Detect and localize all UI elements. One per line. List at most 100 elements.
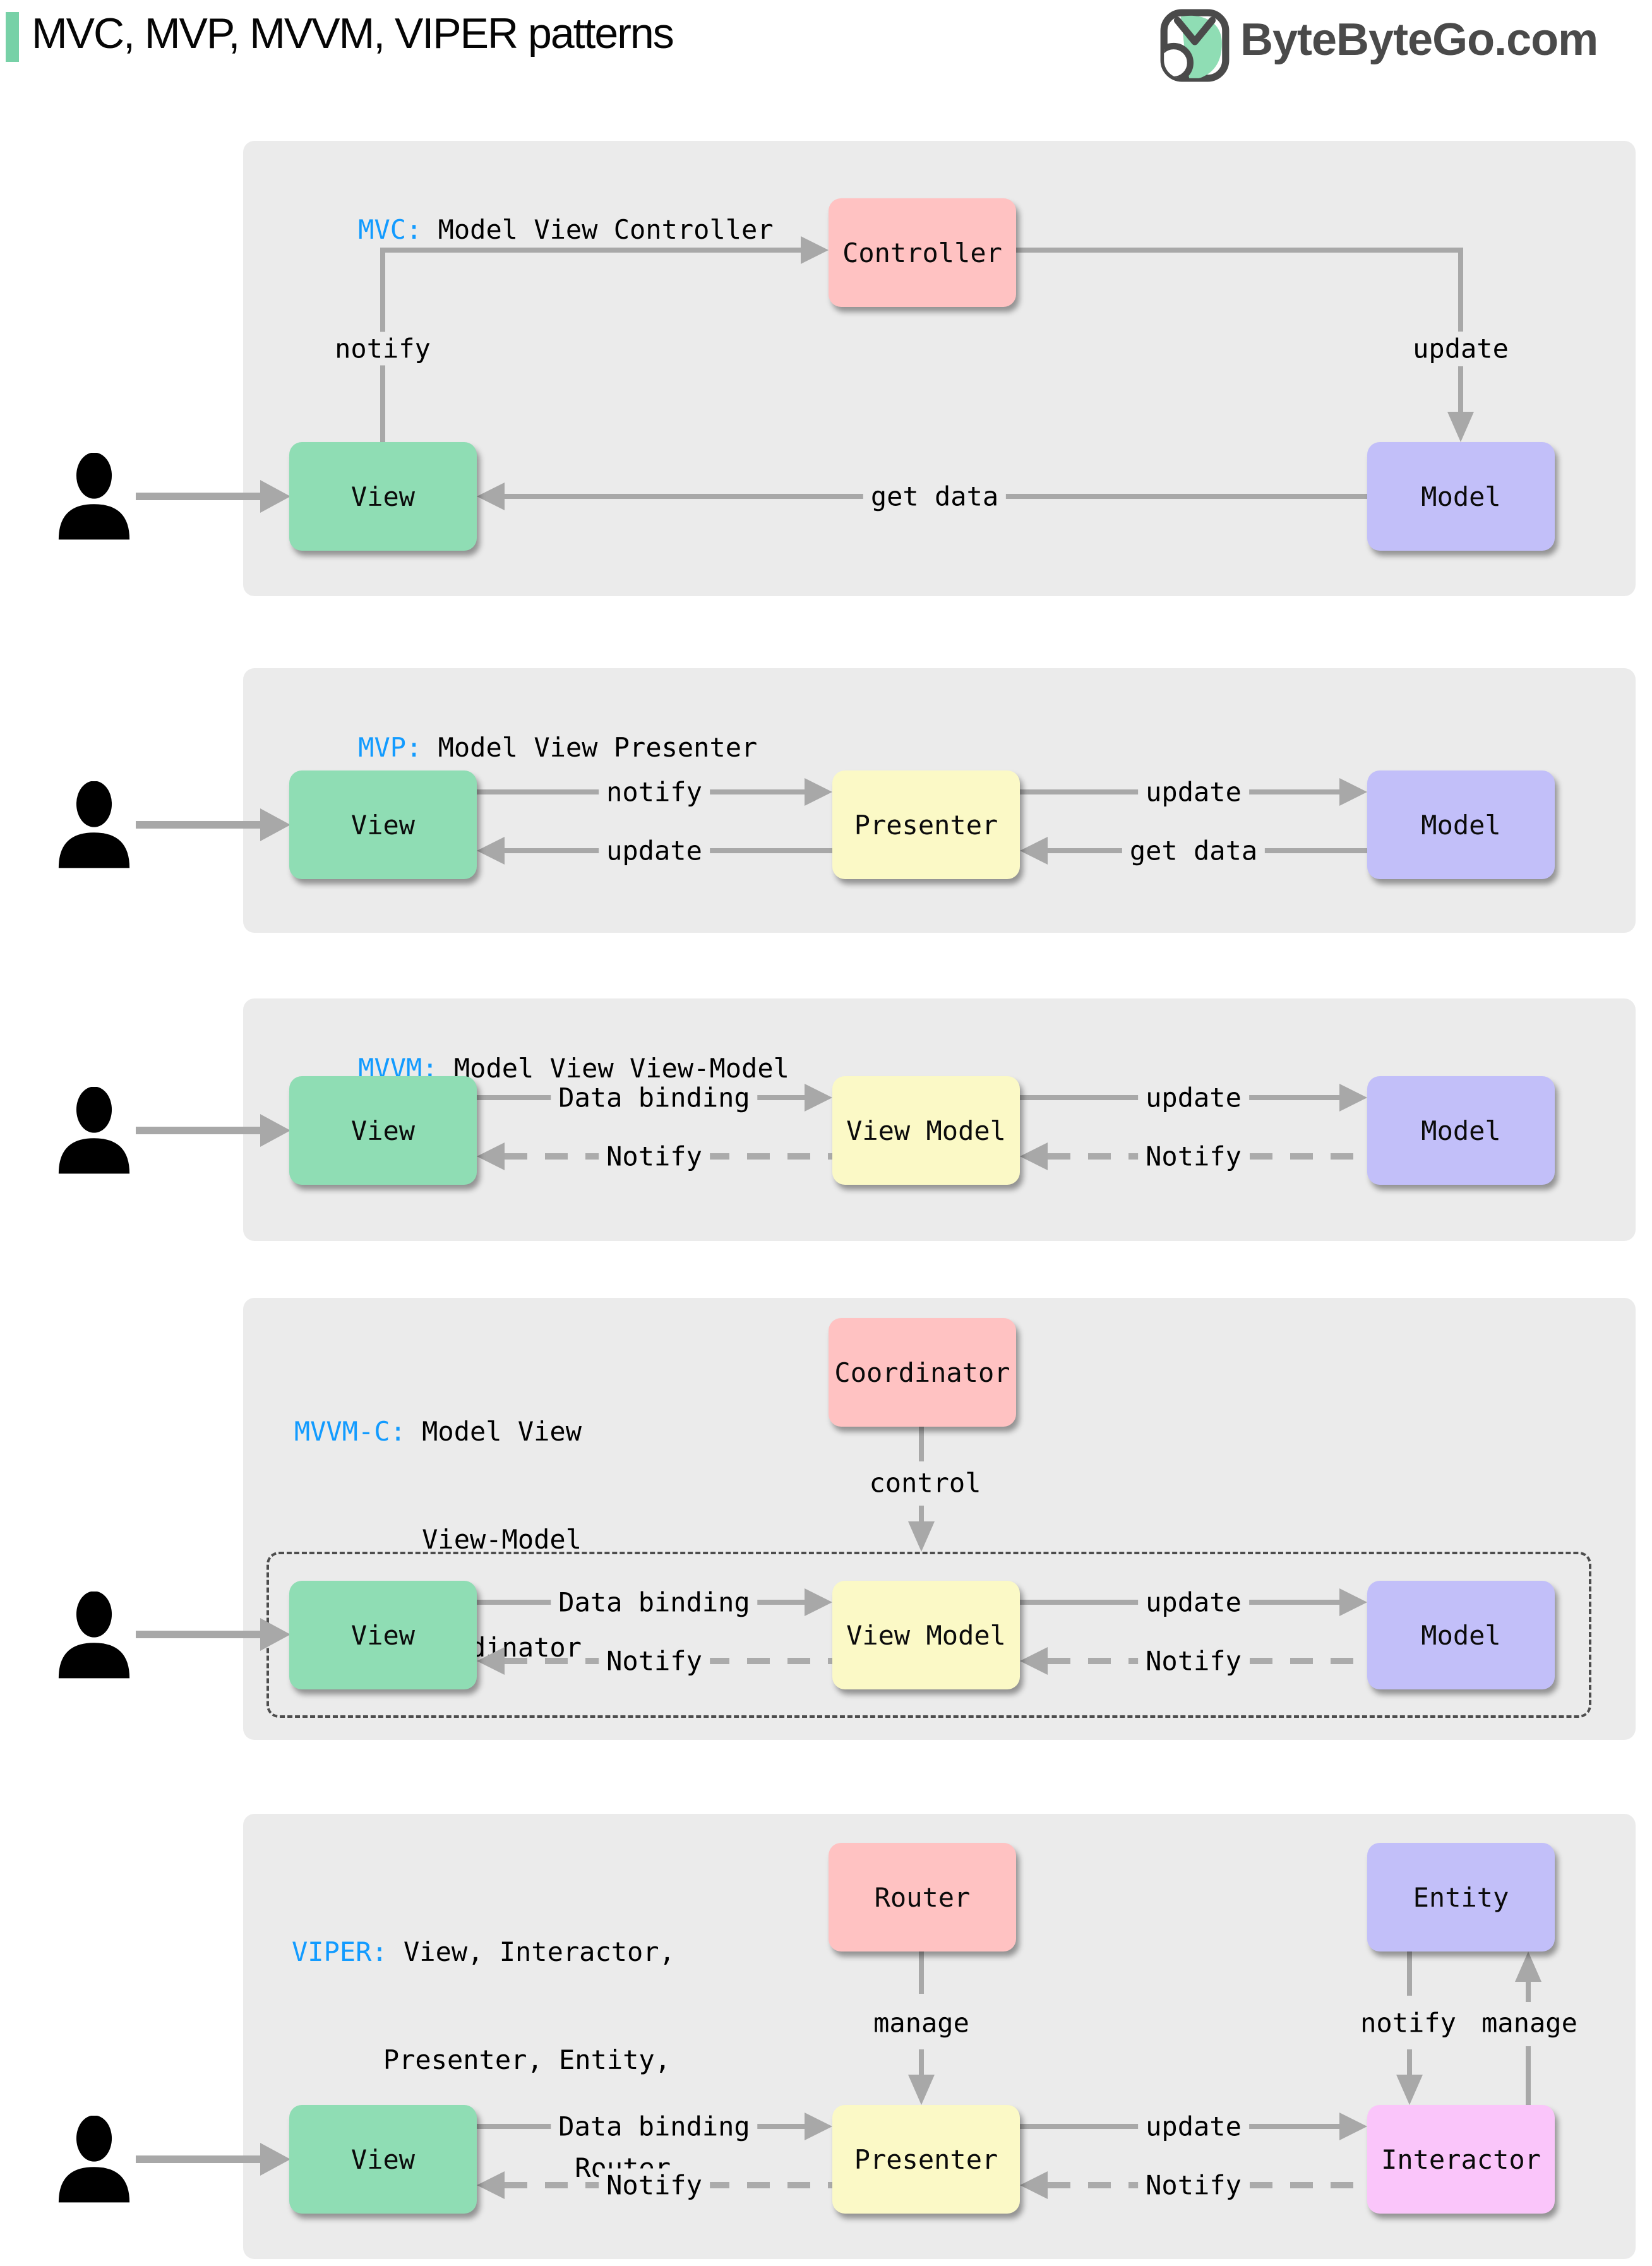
edge-label-notify: Notify bbox=[1138, 2168, 1249, 2202]
edge-line bbox=[380, 248, 801, 253]
edge-label-update: update bbox=[599, 834, 710, 868]
box-view-model: View Model bbox=[832, 1076, 1020, 1185]
edge-line bbox=[1407, 2049, 1412, 2075]
edge-label-get-data: get data bbox=[1122, 834, 1266, 868]
edge-label-manage: manage bbox=[866, 2006, 977, 2040]
section-desc-line: View-Model bbox=[422, 1524, 582, 1555]
edge-line bbox=[1458, 366, 1463, 412]
user-arrow-line bbox=[136, 2155, 263, 2163]
section-desc: Model View Controller bbox=[422, 214, 774, 245]
box-model: Model bbox=[1367, 1581, 1555, 1689]
edge-line bbox=[919, 1427, 924, 1461]
box-model: Model bbox=[1367, 770, 1555, 879]
arrowhead-right bbox=[1339, 778, 1367, 806]
edge-label-notify: Notify bbox=[599, 1139, 710, 1173]
edge-label-notify: Notify bbox=[599, 2168, 710, 2202]
arrowhead-right bbox=[260, 480, 290, 513]
arrowhead-right bbox=[260, 1114, 290, 1147]
arrowhead-left bbox=[477, 1142, 505, 1170]
arrowhead-right bbox=[1339, 1588, 1367, 1616]
box-presenter: Presenter bbox=[832, 770, 1020, 879]
box-view-model: View Model bbox=[832, 1581, 1020, 1689]
edge-label-update: update bbox=[1405, 332, 1516, 366]
arrowhead-left bbox=[1020, 837, 1048, 865]
arrowhead-left bbox=[477, 483, 505, 510]
edge-line bbox=[919, 1951, 924, 1994]
section-desc: Model View bbox=[405, 1416, 582, 1447]
box-controller: Controller bbox=[829, 198, 1016, 307]
edge-line bbox=[1526, 1982, 1531, 2002]
user-arrow-line bbox=[136, 821, 263, 829]
edge-line bbox=[1526, 2046, 1531, 2105]
edge-label-manage: manage bbox=[1474, 2006, 1585, 2040]
edge-line bbox=[919, 2049, 924, 2075]
arrowhead-right bbox=[805, 1084, 832, 1112]
user-icon bbox=[58, 1087, 130, 1174]
box-model: Model bbox=[1367, 1076, 1555, 1185]
box-view: View bbox=[289, 442, 477, 551]
section-desc-line: MVVM-C: Model View bbox=[266, 1413, 582, 1449]
edge-line bbox=[919, 1506, 924, 1524]
user-icon bbox=[58, 781, 130, 868]
edge-label-data-binding: Data binding bbox=[551, 1081, 758, 1115]
arrowhead-right bbox=[260, 2143, 290, 2176]
arrowhead-left bbox=[1020, 1142, 1048, 1170]
page-title: MVC, MVP, MVVM, VIPER patterns bbox=[32, 9, 674, 57]
section-desc: View, Interactor, bbox=[387, 1936, 675, 1967]
arrowhead-right bbox=[1339, 1084, 1367, 1112]
edge-line bbox=[1407, 1951, 1412, 1996]
arrowhead-left bbox=[477, 2171, 505, 2199]
section-label-viper: VIPER: View, Interactor, Presenter, Enti… bbox=[292, 1862, 675, 2258]
user-icon bbox=[58, 2116, 130, 2203]
arrowhead-right bbox=[805, 1588, 832, 1616]
edge-label-notify: Notify bbox=[599, 1644, 710, 1678]
box-view: View bbox=[289, 770, 477, 879]
section-acronym: MVC: bbox=[358, 214, 422, 245]
arrowhead-right bbox=[260, 1618, 290, 1651]
edge-label-notify: notify bbox=[599, 775, 710, 809]
edge-line bbox=[1458, 248, 1463, 332]
arrowhead-right bbox=[1339, 2113, 1367, 2140]
user-icon bbox=[58, 1592, 130, 1679]
brand-name: ByteByteGo.com bbox=[1240, 15, 1598, 65]
edge-label-update: update bbox=[1138, 775, 1249, 809]
section-acronym: VIPER: bbox=[292, 1936, 388, 1967]
edge-label-data-binding: Data binding bbox=[551, 2109, 758, 2143]
edge-label-notify: notify bbox=[327, 332, 438, 366]
bytebytego-logo-icon bbox=[1160, 9, 1230, 82]
arrowhead-down bbox=[908, 2075, 935, 2105]
user-arrow-line bbox=[136, 1631, 263, 1638]
edge-label-update: update bbox=[1138, 1081, 1249, 1115]
edge-label-notify: Notify bbox=[1138, 1139, 1249, 1173]
user-arrow-line bbox=[136, 493, 263, 500]
section-label-mvp: MVP: Model View Presenter bbox=[294, 693, 757, 801]
user-arrow-line bbox=[136, 1127, 263, 1134]
arrowhead-right bbox=[805, 778, 832, 806]
arrowhead-left bbox=[477, 837, 505, 865]
arrowhead-left bbox=[1020, 2171, 1048, 2199]
section-desc: Model View View-Model bbox=[438, 1053, 789, 1084]
edge-label-notify: Notify bbox=[1138, 1644, 1249, 1678]
box-entity: Entity bbox=[1367, 1843, 1555, 1951]
edge-line bbox=[1016, 248, 1463, 253]
edge-line bbox=[380, 365, 385, 442]
box-coordinator: Coordinator bbox=[829, 1318, 1016, 1427]
user-icon bbox=[58, 453, 130, 540]
arrowhead-right bbox=[260, 808, 290, 841]
arrowhead-left bbox=[1020, 1647, 1048, 1675]
arrowhead-down bbox=[1447, 412, 1474, 442]
section-acronym: MVVM-C: bbox=[294, 1416, 406, 1447]
box-view: View bbox=[289, 2105, 477, 2214]
edge-label-notify: notify bbox=[1353, 2006, 1464, 2040]
arrowhead-right bbox=[805, 2113, 832, 2140]
section-label-mvc: MVC: Model View Controller bbox=[294, 176, 774, 284]
box-interactor: Interactor bbox=[1367, 2105, 1555, 2214]
box-presenter: Presenter bbox=[832, 2105, 1020, 2214]
box-view: View bbox=[289, 1581, 477, 1689]
edge-label-update: update bbox=[1138, 1585, 1249, 1619]
arrowhead-up bbox=[1515, 1951, 1541, 1982]
box-model: Model bbox=[1367, 442, 1555, 551]
box-view: View bbox=[289, 1076, 477, 1185]
arrowhead-down bbox=[908, 1521, 935, 1552]
